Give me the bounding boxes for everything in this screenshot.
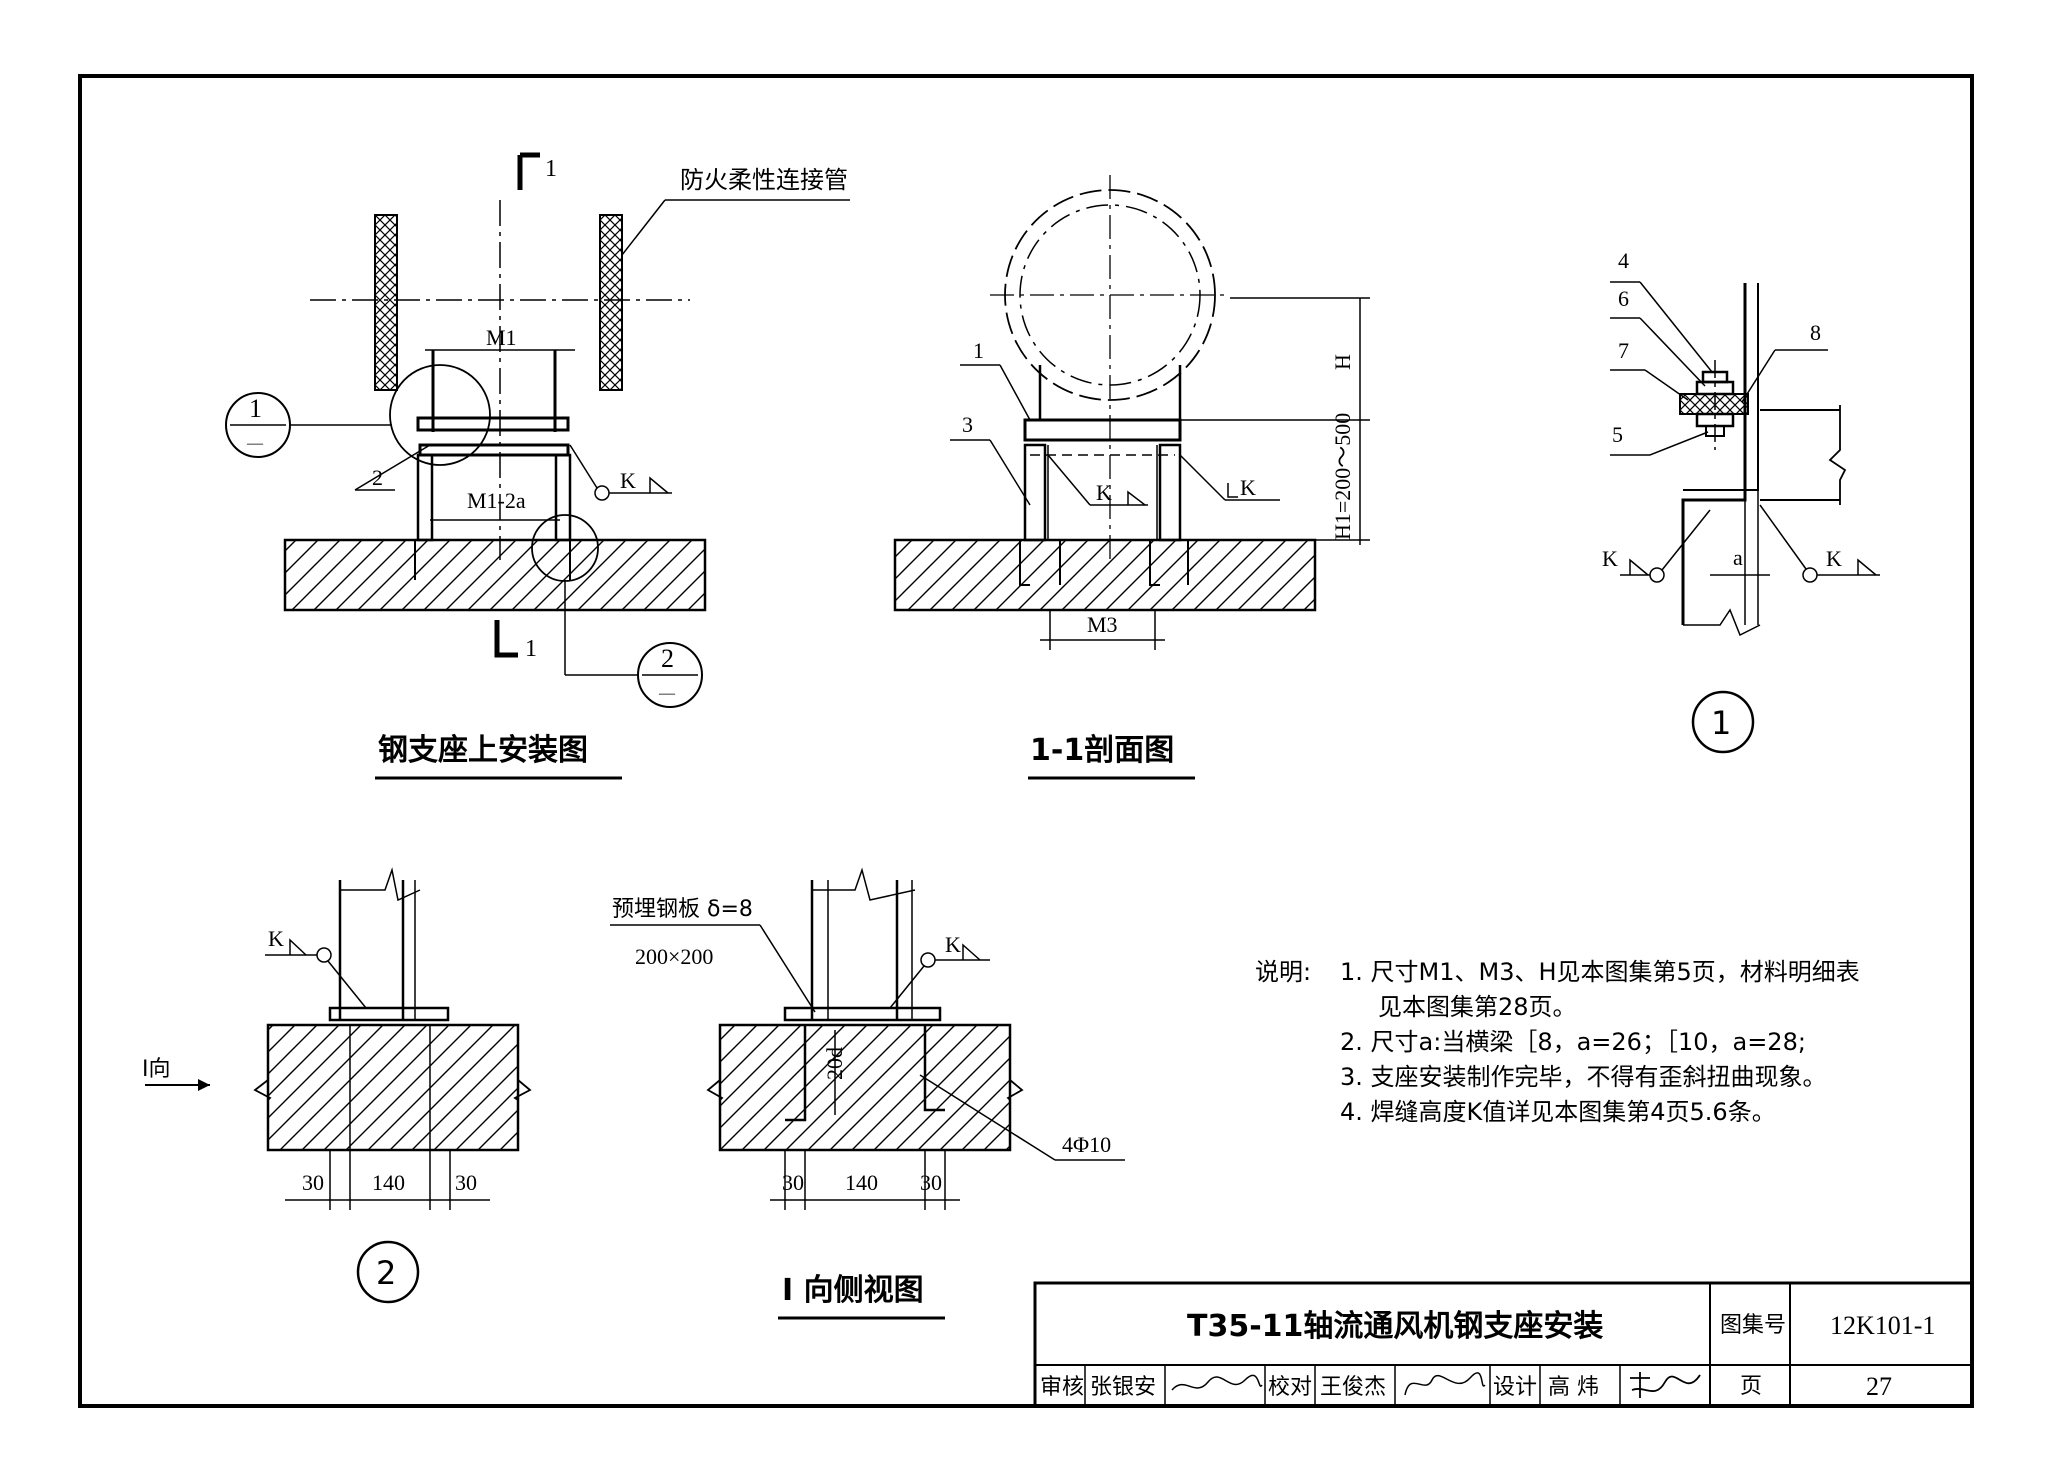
section-view-title: 1-1剖面图 bbox=[1030, 733, 1174, 768]
flex-pipe-right-wall bbox=[599, 214, 623, 391]
detail2-direction: I向 bbox=[142, 1057, 171, 1082]
side-view: 20d 预埋钢板 δ=8 200×200 K 4Φ10 30 140 30 I … bbox=[610, 867, 1125, 1320]
plan-part-2: 2 bbox=[372, 465, 383, 490]
drawing-title: T35-11轴流通风机钢支座安装 bbox=[1187, 1309, 1603, 1344]
section-view: H H1=200～500 M3 1 3 K K 1-1剖面图 bbox=[893, 175, 1370, 780]
check-label: 校对 bbox=[1268, 1375, 1312, 1400]
flex-pipe-left-wall bbox=[374, 214, 398, 391]
note-1-cont: 见本图集第28页。 bbox=[1378, 993, 1577, 1021]
plan-concrete-slab bbox=[283, 538, 707, 612]
note-3: 3. 支座安装制作完毕，不得有歪斜扭曲现象。 bbox=[1340, 1063, 1827, 1091]
detail-ref-2-sub: — bbox=[658, 685, 676, 702]
side-plate-size: 200×200 bbox=[635, 944, 713, 969]
section-part-1: 1 bbox=[973, 338, 984, 363]
dim-m1: M1 bbox=[486, 325, 517, 350]
reviewer-signature bbox=[1171, 1374, 1263, 1391]
sheet-border bbox=[78, 74, 1974, 1408]
side-view-title: I 向侧视图 bbox=[782, 1273, 924, 1308]
detail1-dim-a: a bbox=[1733, 545, 1743, 570]
dim-m1-2a: M1-2a bbox=[467, 488, 526, 513]
detail-2: K I向 30 140 30 2 bbox=[142, 867, 532, 1304]
dim-h1: H1=200～500 bbox=[1330, 413, 1355, 540]
page-label: 页 bbox=[1740, 1374, 1762, 1399]
side-dim-30b: 30 bbox=[920, 1170, 942, 1195]
detail2-mark: 2 bbox=[376, 1254, 396, 1292]
note-1: 1. 尺寸M1、M3、H见本图集第5页，材料明细表 bbox=[1340, 958, 1860, 986]
note-2: 2. 尺寸a:当横梁［8，a=26；［10，a=28; bbox=[1340, 1028, 1806, 1056]
checker-signature bbox=[1404, 1372, 1486, 1396]
section-weld-k2: K bbox=[1240, 475, 1256, 500]
designer-name: 高 炜 bbox=[1548, 1375, 1599, 1400]
side-plate-label: 预埋钢板 δ=8 bbox=[612, 897, 753, 922]
notes: 说明: 1. 尺寸M1、M3、H见本图集第5页，材料明细表 见本图集第28页。 … bbox=[1255, 958, 1860, 1126]
detail2-dim-30b: 30 bbox=[455, 1170, 477, 1195]
side-rebar-label: 4Φ10 bbox=[1062, 1132, 1111, 1157]
side-concrete bbox=[718, 1023, 1012, 1152]
side-dim-140: 140 bbox=[845, 1170, 878, 1195]
detail1-part-4: 4 bbox=[1618, 248, 1629, 273]
section-concrete-slab bbox=[893, 538, 1317, 612]
dim-m3: M3 bbox=[1087, 612, 1118, 637]
side-weld-k: K bbox=[945, 932, 961, 957]
detail2-concrete bbox=[266, 1023, 520, 1152]
side-anchor-length: 20d bbox=[822, 1047, 847, 1080]
section-mark-top: 1 bbox=[545, 156, 557, 182]
detail-ref-2: 2 bbox=[661, 644, 674, 673]
detail1-weld-k-left: K bbox=[1602, 546, 1618, 571]
atlas-number: 12K101-1 bbox=[1830, 1311, 1935, 1340]
note-4: 4. 焊缝高度K值详见本图集第4页5.6条。 bbox=[1340, 1098, 1776, 1126]
title-block: T35-11轴流通风机钢支座安装 图集号 12K101-1 页 27 审核 张银… bbox=[1033, 1281, 1974, 1408]
section-weld-k: K bbox=[1096, 480, 1112, 505]
detail1-weld-k-right: K bbox=[1826, 546, 1842, 571]
atlas-label: 图集号 bbox=[1720, 1313, 1786, 1338]
notes-heading: 说明: bbox=[1255, 958, 1311, 986]
section-part-3: 3 bbox=[962, 412, 973, 437]
detail1-part-8: 8 bbox=[1810, 320, 1821, 345]
flex-connector-label: 防火柔性连接管 bbox=[680, 166, 848, 194]
detail-1: 4 6 7 5 8 K K a 1 bbox=[1602, 248, 1880, 754]
bolt-washer bbox=[1679, 393, 1749, 415]
detail1-part-5: 5 bbox=[1612, 422, 1623, 447]
detail1-part-7: 7 bbox=[1618, 338, 1629, 363]
detail-1-callout-circle bbox=[389, 364, 491, 466]
detail2-dim-30a: 30 bbox=[302, 1170, 324, 1195]
plan-view-title: 钢支座上安装图 bbox=[378, 733, 588, 768]
reviewer-name: 张银安 bbox=[1090, 1375, 1156, 1400]
page-number: 27 bbox=[1866, 1372, 1892, 1401]
checker-name: 王俊杰 bbox=[1320, 1375, 1386, 1400]
section-mark-bottom: 1 bbox=[525, 636, 537, 662]
side-dim-30a: 30 bbox=[782, 1170, 804, 1195]
detail2-weld-k: K bbox=[268, 926, 284, 951]
design-label: 设计 bbox=[1493, 1375, 1537, 1400]
designer-signature bbox=[1630, 1372, 1701, 1398]
detail1-part-6: 6 bbox=[1618, 286, 1629, 311]
detail-ref-1: 1 bbox=[249, 394, 262, 423]
plan-weld-k: K bbox=[620, 468, 636, 493]
detail1-mark: 1 bbox=[1711, 704, 1731, 742]
review-label: 审核 bbox=[1040, 1375, 1084, 1400]
detail-ref-1-sub: — bbox=[246, 435, 264, 452]
dim-h: H bbox=[1330, 354, 1355, 370]
plan-view: 1 1 防火柔性连接管 M1 M1-2a 1 — bbox=[225, 152, 850, 780]
detail2-dim-140: 140 bbox=[372, 1170, 405, 1195]
